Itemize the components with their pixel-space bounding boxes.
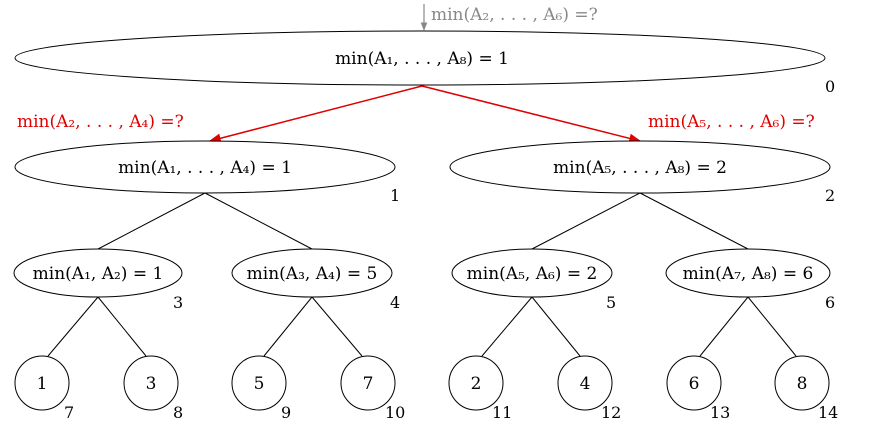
node-0-label: min(A₁, . . . , A₈) = 1 — [335, 49, 509, 69]
node-5-ellipse — [451, 248, 613, 298]
node-0-ellipse — [14, 30, 826, 86]
node-3-ellipse — [13, 248, 183, 298]
query-arrow-left — [208, 85, 423, 143]
leaf-9-label: 5 — [254, 374, 265, 394]
leaf-10-circle — [340, 355, 396, 411]
leaf-13-label: 6 — [689, 374, 700, 394]
leaf-11-label: 2 — [471, 374, 482, 394]
right-query-label: min(A₅, . . . , A₆) =? — [648, 112, 815, 132]
edge-3-8 — [97, 296, 147, 357]
query-arrows — [208, 4, 642, 144]
leaf-7-circle — [14, 355, 70, 411]
leaf-8-label: 3 — [146, 374, 157, 394]
tree-nodes: min(A₁, . . . , A₈) = 1 0 min(A₁, . . . … — [13, 30, 838, 422]
leaf-9-circle — [231, 355, 287, 411]
node-4-ellipse — [231, 248, 393, 298]
tree-edges — [47, 192, 797, 357]
node-6-index: 6 — [825, 293, 835, 312]
root-query-label: min(A₂, . . . , A₆) =? — [431, 5, 598, 25]
edge-1-3 — [97, 192, 206, 250]
leaf-12-circle — [557, 355, 613, 411]
leaf-10-label: 7 — [363, 374, 374, 394]
left-query-label: min(A₂, . . . , A₄) =? — [17, 112, 184, 132]
leaf-11-circle — [448, 355, 504, 411]
query-arrow-right — [421, 85, 642, 144]
edge-4-9 — [263, 296, 313, 357]
node-4-label: min(A₃, A₄) = 5 — [247, 264, 378, 284]
leaf-8-circle — [123, 355, 179, 411]
edge-5-12 — [531, 296, 581, 357]
node-1-label: min(A₁, . . . , A₄) = 1 — [118, 158, 292, 178]
edge-6-14 — [747, 296, 797, 357]
leaf-7-label: 1 — [37, 374, 48, 394]
leaf-13-index: 13 — [710, 403, 730, 422]
edge-4-10 — [311, 296, 363, 357]
node-1-index: 1 — [390, 186, 400, 205]
edge-1-4 — [204, 192, 313, 250]
node-1-ellipse — [14, 140, 396, 194]
leaf-11-index: 11 — [492, 403, 512, 422]
node-6-label: min(A₇, A₈) = 6 — [683, 264, 814, 284]
leaf-9-index: 9 — [281, 403, 291, 422]
leaf-12-index: 12 — [601, 403, 621, 422]
edge-6-13 — [699, 296, 749, 357]
node-2-ellipse — [449, 140, 831, 194]
leaf-14-index: 14 — [818, 403, 838, 422]
edge-2-5 — [531, 192, 641, 250]
leaf-7-index: 7 — [64, 403, 74, 422]
leaf-14-label: 8 — [797, 374, 808, 394]
node-2-label: min(A₅, . . . , A₈) = 2 — [553, 158, 727, 178]
leaf-12-label: 4 — [580, 374, 591, 394]
node-5-index: 5 — [606, 293, 616, 312]
node-4-index: 4 — [390, 293, 400, 312]
edge-5-11 — [481, 296, 533, 357]
leaf-8-index: 8 — [173, 403, 183, 422]
node-6-ellipse — [665, 248, 831, 298]
node-2-index: 2 — [825, 186, 835, 205]
node-3-index: 3 — [173, 293, 183, 312]
node-5-label: min(A₅, A₆) = 2 — [467, 264, 598, 284]
leaf-13-circle — [666, 355, 722, 411]
leaf-10-index: 10 — [385, 403, 405, 422]
node-0-index: 0 — [825, 77, 835, 96]
edge-2-6 — [639, 192, 749, 250]
leaf-14-circle — [774, 355, 830, 411]
edge-3-7 — [47, 296, 99, 357]
node-3-label: min(A₁, A₂) = 1 — [33, 264, 164, 284]
